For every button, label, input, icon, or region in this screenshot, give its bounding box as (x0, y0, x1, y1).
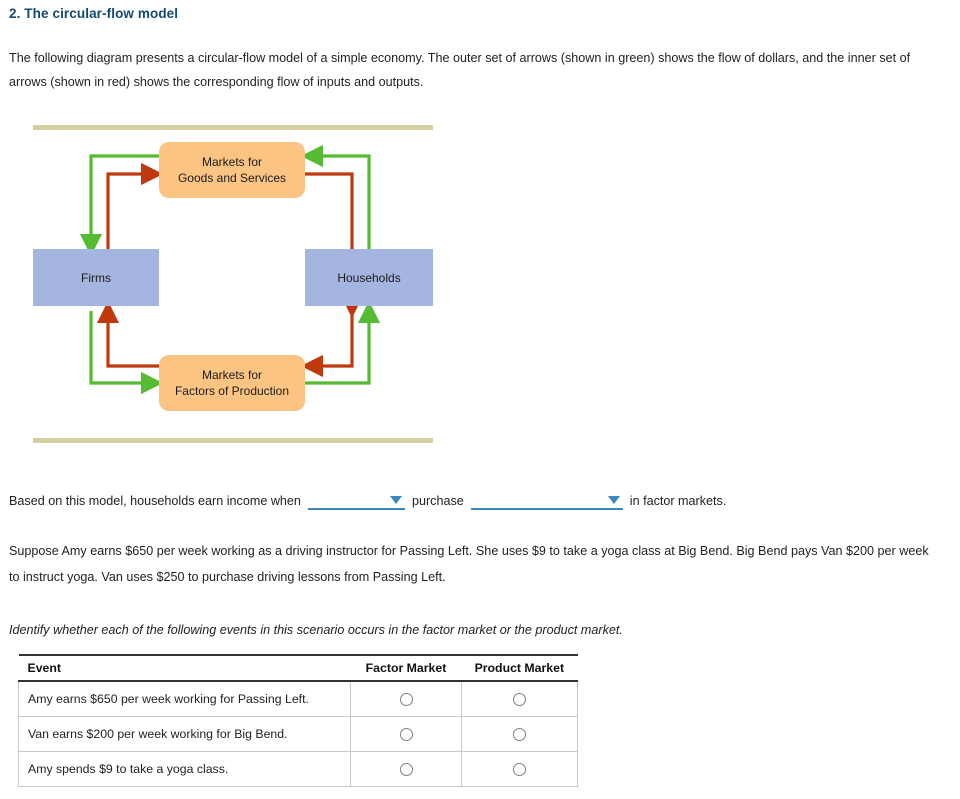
chevron-down-icon (389, 495, 402, 504)
factor-market-line-2: Factors of Production (174, 384, 290, 398)
column-header-product-market: Product Market (461, 654, 578, 682)
radio-product-market-row-2[interactable] (512, 728, 526, 742)
node-households: Households (305, 249, 433, 306)
goods-market-line-1: Markets for (201, 155, 262, 169)
radio-product-market-row-1[interactable] (512, 693, 526, 707)
goods-market-line-2: Goods and Services (177, 171, 287, 185)
radio-factor-market-row-3[interactable] (399, 763, 413, 777)
column-header-event: Event (18, 654, 351, 682)
diagram-bottom-divider (33, 438, 433, 443)
dropdown-what-purchased[interactable] (470, 491, 623, 510)
factor-market-cell (350, 751, 462, 787)
diagram-top-divider (33, 125, 433, 130)
event-cell: Van earns $200 per week working for Big … (17, 716, 352, 752)
dropdown-sentence-middle: purchase (411, 493, 464, 508)
scenario-paragraph: Suppose Amy earns $650 per week working … (9, 544, 929, 584)
node-firms: Firms (33, 249, 159, 306)
product-market-cell (460, 680, 579, 717)
factor-market-cell (350, 680, 462, 717)
dropdown-sentence-after: in factor markets. (629, 493, 727, 508)
column-header-factor-market: Factor Market (350, 654, 462, 682)
circular-flow-diagram: Markets for Goods and Services Markets f… (0, 112, 470, 457)
chevron-down-icon (607, 495, 620, 504)
factor-market-line-1: Markets for (201, 368, 262, 382)
firms-label: Firms (81, 270, 111, 285)
radio-factor-market-row-2[interactable] (399, 728, 413, 742)
page-title: 2. The circular-flow model (9, 6, 179, 21)
product-market-cell (460, 751, 579, 787)
dropdown-who-purchases[interactable] (307, 491, 405, 510)
radio-factor-market-row-1[interactable] (399, 693, 413, 707)
dropdown-sentence: Based on this model, households earn inc… (9, 491, 726, 510)
node-markets-for-goods-and-services: Markets for Goods and Services (159, 142, 305, 198)
factor-market-cell (350, 716, 462, 752)
question-prompt: Identify whether each of the following e… (9, 623, 623, 637)
node-markets-for-factors-of-production: Markets for Factors of Production (159, 355, 305, 411)
radio-product-market-row-3[interactable] (512, 763, 526, 777)
table-row: Van earns $200 per week working for Big … (17, 716, 579, 752)
event-cell: Amy spends $9 to take a yoga class. (17, 751, 352, 787)
households-label: Households (337, 270, 401, 285)
market-classification-table: Event Factor Market Product Market Amy e… (17, 654, 579, 787)
intro-paragraph: The following diagram presents a circula… (9, 51, 911, 89)
dropdown-sentence-before: Based on this model, households earn inc… (9, 493, 301, 508)
event-cell: Amy earns $650 per week working for Pass… (17, 680, 352, 717)
table-row: Amy spends $9 to take a yoga class. (17, 751, 579, 787)
product-market-cell (460, 716, 579, 752)
table-row: Amy earns $650 per week working for Pass… (17, 680, 579, 717)
table-header-row: Event Factor Market Product Market (18, 654, 578, 682)
